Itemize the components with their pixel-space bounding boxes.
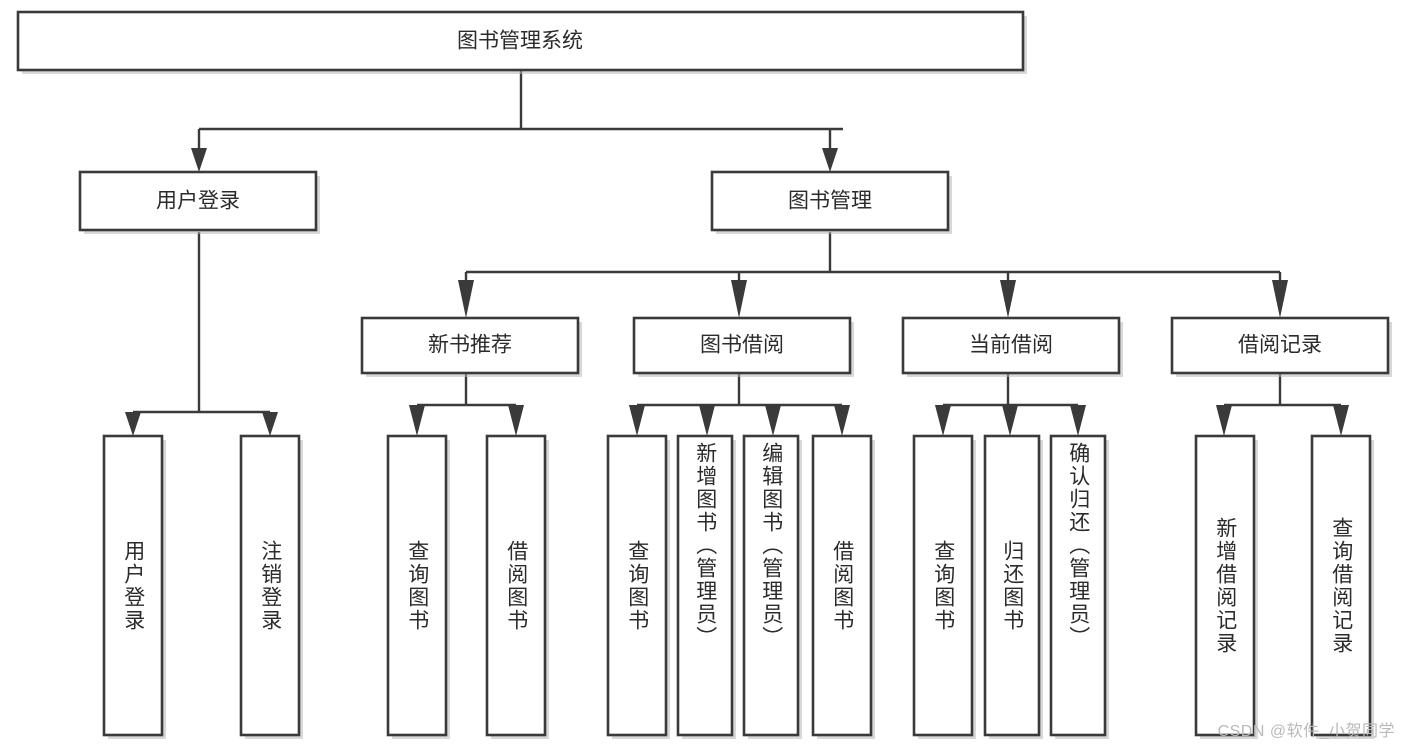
arrow-bookborrow-leaf-1 [629,405,645,436]
arrow-currentborrow-leaf-2 [1002,405,1018,436]
arrow-to-borrow-record [1272,280,1288,318]
arrow-bookborrow-leaf-3 [765,405,781,436]
arrow-to-book-mgmt [822,148,838,172]
arrow-to-user-login [191,148,207,172]
node-box-book-borrow[interactable] [632,316,852,375]
node-label-book-borrow: 图书借阅 [700,334,784,357]
arrow-to-new-book-recommend [458,280,474,318]
leaf-box-bookborrow-query-book[interactable] [606,434,668,737]
arrow-bookborrow-leaf-2 [699,405,715,436]
arrow-currentborrow-leaf-1 [935,405,951,436]
leaf-box-currentborrow-return-book[interactable] [983,434,1041,737]
node-box-root[interactable] [16,10,1025,72]
leaf-box-borrowrecord-query[interactable] [1310,434,1372,737]
arrow-bookborrow-leaf-4 [834,405,850,436]
node-label-new-book-recommend: 新书推荐 [428,334,512,357]
node-label-borrow-record: 借阅记录 [1238,334,1322,357]
node-box-borrow-record[interactable] [1170,316,1390,375]
node-layer: 图书管理系统 用户登录 图书管理 新书推荐 图书借阅 当前借阅 借阅记录 [16,10,1392,739]
node-label-root: 图书管理系统 [457,30,583,53]
leaf-box-bookborrow-edit-book[interactable] [742,434,800,737]
leaf-box-bookborrow-borrow-book[interactable] [811,434,873,737]
leaf-box-borrowrecord-add[interactable] [1194,434,1256,737]
node-label-current-borrow: 当前借阅 [969,334,1053,357]
leaf-box-user-login[interactable] [102,434,164,737]
connector-layer [125,70,1349,436]
leaf-box-newbook-query-book[interactable] [386,434,448,737]
node-box-book-management[interactable] [710,170,950,232]
leaf-box-logout[interactable] [239,434,301,737]
node-box-new-book-recommend[interactable] [360,316,580,375]
node-label-book-management: 图书管理 [788,190,872,213]
node-label-user-login: 用户登录 [156,190,240,213]
node-box-current-borrow[interactable] [901,316,1121,375]
arrow-borrowrecord-leaf-2 [1333,405,1349,436]
arrow-to-book-borrow [731,280,747,318]
arrow-currentborrow-leaf-3 [1070,405,1086,436]
arrow-to-leaf-logout [262,412,278,436]
arrow-to-leaf-user-login [125,412,141,436]
arrow-borrowrecord-leaf-1 [1216,405,1232,436]
arrow-to-current-borrow [1000,280,1016,318]
arrow-newbook-leaf-1 [409,405,425,436]
leaf-box-currentborrow-confirm-return[interactable] [1049,434,1107,737]
leaf-box-newbook-borrow-book[interactable] [485,434,547,737]
leaf-box-bookborrow-add-book[interactable] [676,434,734,737]
leaf-box-currentborrow-query-book[interactable] [912,434,974,737]
csdn-watermark: CSDN @软件_小贺同学 [1217,723,1395,740]
arrow-newbook-leaf-2 [508,405,524,436]
node-box-user-login[interactable] [78,170,318,232]
